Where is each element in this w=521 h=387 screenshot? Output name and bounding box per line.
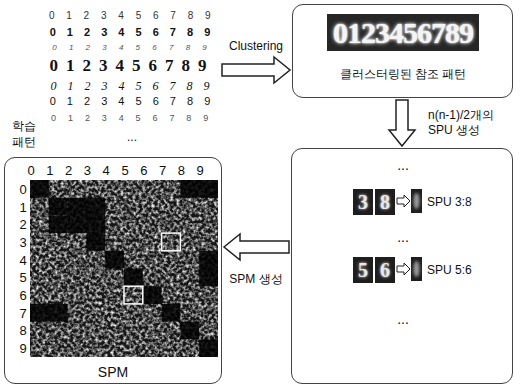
row-header: 4	[19, 253, 26, 269]
spu-image	[411, 189, 422, 213]
spm-box: 01234567890123456789SPM	[4, 157, 222, 384]
spu-name: SPU 3:8	[427, 195, 472, 209]
arrow-label: SPM 생성	[229, 272, 282, 286]
column-header: 3	[84, 163, 91, 179]
spu-box: ... 38 SPU 3:8... 56 SPU 5:6...	[291, 148, 513, 384]
arrow-label: Clustering	[229, 39, 283, 53]
matrix-ground	[30, 180, 218, 357]
spm-matrix	[30, 180, 218, 357]
column-header: 1	[46, 163, 53, 179]
arrow-label: n(n-1)/2개의 SPU 생성	[428, 108, 508, 138]
row-header: 3	[19, 235, 26, 251]
training-digit-row: 0 1 2 3 4 5 6 7 8 9	[51, 113, 213, 124]
row-header: 1	[19, 200, 26, 216]
row-header: 6	[19, 288, 26, 304]
row-header: 0	[19, 182, 26, 198]
ellipsis: ...	[397, 157, 409, 174]
area-label: 학습 패턴	[12, 118, 42, 150]
training-digit-row: 0 1 2 3 4 5 6 7 8 9	[52, 43, 212, 53]
hollow-arrow	[222, 57, 290, 83]
column-header: 7	[159, 163, 166, 179]
row-header: 2	[19, 217, 26, 233]
highlight-cell	[162, 233, 181, 251]
hollow-arrow	[224, 234, 289, 260]
column-header: 4	[103, 163, 110, 179]
hollow-arrow	[389, 100, 415, 146]
cluster-box: 0123456789 클러스터링된 참조 패턴	[292, 4, 513, 98]
highlight-cell	[124, 286, 143, 304]
column-header: 5	[121, 163, 128, 179]
box-caption: 클러스터링된 참조 패턴	[340, 67, 467, 81]
row-header: 8	[19, 324, 26, 340]
training-digit-row: 0 1 2 3 4 5 6 7 8 9	[51, 79, 214, 93]
digit-image: 5	[353, 257, 373, 283]
spu-image-blur	[414, 193, 420, 209]
reference-digits: 0123456789	[327, 14, 479, 51]
spu-image	[411, 257, 422, 281]
row-header: 5	[19, 271, 26, 287]
column-header: 2	[65, 163, 72, 179]
ellipsis: ...	[397, 229, 409, 246]
training-digit-row: 0123456789	[50, 56, 215, 76]
column-header: 0	[27, 163, 34, 179]
ellipsis: ...	[397, 311, 409, 328]
training-digit-row: 0 1 2 3 4 5 6 7 8 9	[49, 10, 215, 22]
dark-cells	[30, 180, 218, 357]
column-header: 6	[140, 163, 147, 179]
small-arrow	[397, 263, 410, 275]
spu-image-blur	[414, 261, 420, 277]
training-digit-row: 0 1 2 3 4 5 6 7 8 9	[50, 26, 215, 39]
row-header: 9	[19, 341, 26, 357]
digit-image: 3	[353, 189, 373, 215]
matrix-title: SPM	[98, 364, 128, 381]
matrix-texture	[30, 180, 218, 357]
training-digit-row: 0 1 2 3 4 5 6 7 8 9	[50, 95, 215, 108]
ellipsis: ...	[127, 130, 137, 144]
digit-image: 6	[375, 257, 395, 283]
spu-name: SPU 5:6	[427, 263, 472, 277]
column-header: 8	[178, 163, 185, 179]
small-arrow	[397, 195, 410, 207]
digit-image: 8	[375, 189, 395, 215]
row-header: 7	[19, 306, 26, 322]
column-header: 9	[197, 163, 204, 179]
